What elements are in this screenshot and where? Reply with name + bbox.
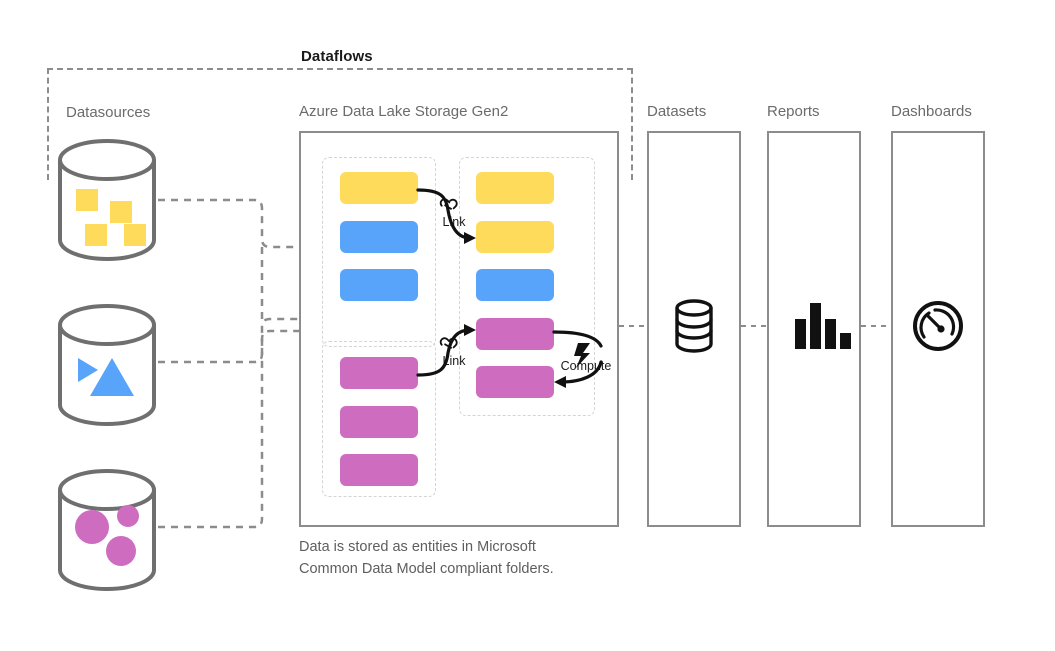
column-label-reports: Reports	[767, 103, 820, 120]
entity-block	[340, 172, 418, 204]
entity-block	[340, 406, 418, 438]
entity-block	[476, 172, 554, 204]
entity-block	[476, 318, 554, 350]
datasets-box	[647, 131, 741, 527]
entity-block	[340, 357, 418, 389]
connector-ds3-to-storage	[158, 329, 299, 529]
link-label-2: Link	[442, 354, 466, 368]
diagram-title: Dataflows	[301, 48, 373, 65]
folder-top-left	[322, 157, 436, 347]
connector-ds2-to-storage	[158, 317, 299, 364]
column-label-dashboards: Dashboards	[891, 103, 972, 120]
column-label-datasets: Datasets	[647, 103, 707, 120]
entity-block	[476, 221, 554, 253]
datasource-cylinder-triangles	[58, 304, 156, 426]
entity-block	[340, 269, 418, 301]
entity-block	[476, 269, 554, 301]
entity-block	[476, 366, 554, 398]
connector-ds1-to-storage	[158, 198, 299, 249]
entity-block	[340, 221, 418, 253]
folder-bottom-left	[322, 341, 436, 497]
link-label-1: Link	[442, 215, 466, 229]
dataflows-boundary	[47, 68, 633, 180]
column-label-datasources: Datasources	[66, 104, 151, 121]
storage-caption: Data is stored as entities in Microsoft …	[299, 539, 554, 577]
reports-box	[767, 131, 861, 527]
dashboards-box	[891, 131, 985, 527]
folder-right	[459, 157, 595, 416]
compute-label: Compute	[560, 359, 612, 373]
entity-block	[340, 454, 418, 486]
datasource-cylinder-circles	[58, 469, 156, 591]
column-label-storage: Azure Data Lake Storage Gen2	[299, 103, 509, 120]
